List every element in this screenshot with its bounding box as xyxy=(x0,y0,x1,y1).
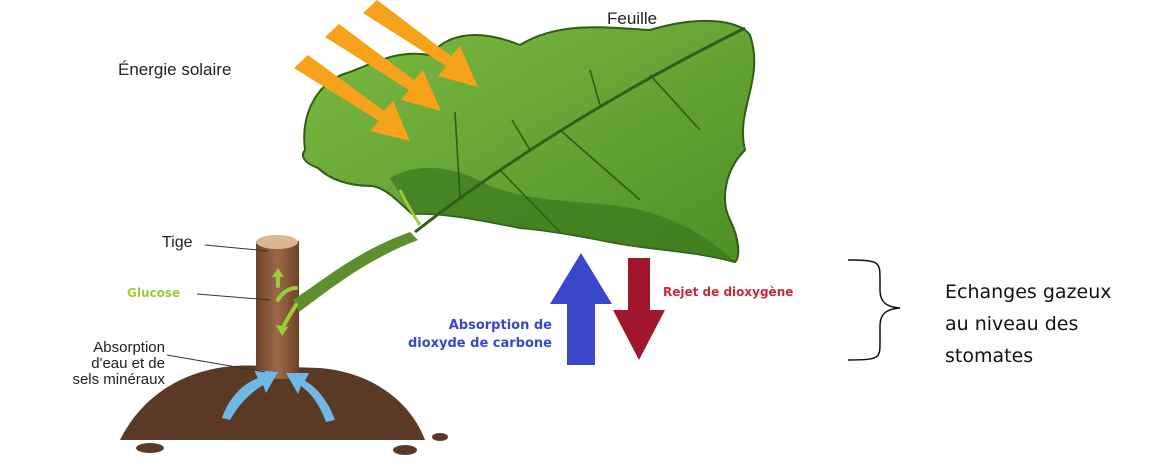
absorption-co2-line: dioxyde de carbone xyxy=(380,335,552,353)
stem-top xyxy=(256,235,298,249)
feuille-label: Feuille xyxy=(607,9,657,29)
rejet-o2-label: Rejet de dioxygène xyxy=(663,285,793,299)
curly-brace xyxy=(848,260,900,360)
echanges-line: au niveau des xyxy=(945,308,1145,340)
soil-clump xyxy=(432,433,448,441)
energie-solaire-label: Énergie solaire xyxy=(118,60,231,80)
o2-arrow xyxy=(613,258,665,360)
absorption-eau-label: Absorption d'eau et de sels minéraux xyxy=(0,340,165,388)
echanges-gazeux-label: Echanges gazeux au niveau des stomates xyxy=(945,276,1145,372)
soil-clump xyxy=(136,443,164,453)
echanges-line: stomates xyxy=(945,340,1145,372)
absorption-eau-line: sels minéraux xyxy=(0,372,165,388)
glucose-label: Glucose xyxy=(127,286,180,300)
tige-label: Tige xyxy=(162,234,193,252)
absorption-co2-label: Absorption de dioxyde de carbone xyxy=(380,317,552,353)
echanges-line: Echanges gazeux xyxy=(945,276,1145,308)
soil-clump xyxy=(393,445,417,455)
co2-arrow xyxy=(550,253,612,365)
absorption-eau-line: d'eau et de xyxy=(0,356,165,372)
absorption-co2-line: Absorption de xyxy=(380,317,552,335)
absorption-eau-line: Absorption xyxy=(0,340,165,356)
petiole xyxy=(293,232,418,312)
